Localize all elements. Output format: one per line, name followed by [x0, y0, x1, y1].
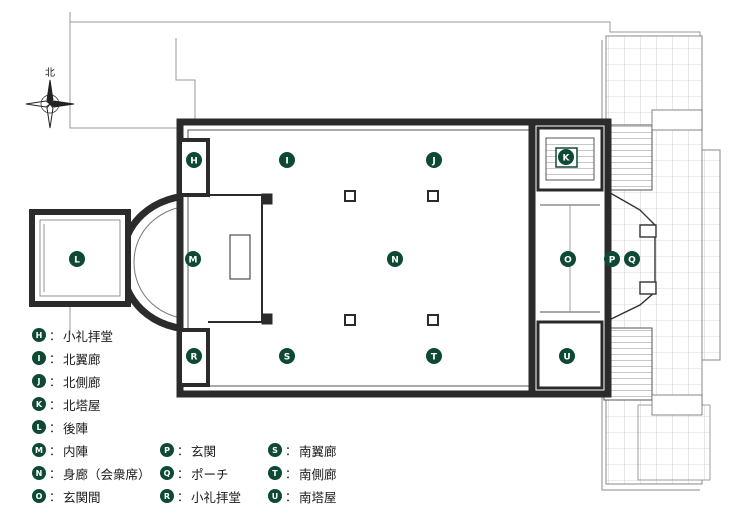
legend-item-h: H ： 小礼拝堂: [32, 326, 113, 344]
compass-rose: [25, 79, 75, 129]
legend-label: 身廊（会衆席）: [63, 466, 151, 482]
legend-label: 南翼廊: [299, 443, 337, 459]
legend-label: 南側廊: [299, 466, 337, 482]
legend-label: 玄関: [191, 443, 217, 459]
legend-item-l: L ： 後陣: [32, 418, 88, 436]
stairs: [603, 109, 703, 416]
legend-separator: ：: [49, 328, 62, 343]
legend-item-t: T ： 南側廊: [268, 464, 337, 482]
room-marker-m: M: [185, 251, 201, 267]
legend-label: 後陣: [63, 420, 89, 436]
porch: [604, 189, 657, 323]
legend-separator: ：: [177, 489, 190, 504]
legend-label: 北翼廊: [63, 351, 101, 367]
legend-separator: ：: [49, 397, 62, 412]
legend-item-s: S ： 南翼廊: [268, 441, 337, 459]
legend-label: 玄関間: [63, 489, 101, 505]
svg-text:O: O: [564, 256, 572, 266]
legend-label: 北側廊: [63, 374, 101, 390]
svg-text:Q: Q: [628, 256, 636, 266]
svg-text:R: R: [191, 353, 198, 363]
room-marker-i: I: [279, 152, 295, 168]
room-marker-group: H I J K L M N O P Q R S T U: [69, 147, 640, 364]
svg-text:K: K: [563, 154, 571, 164]
legend-item-j: J ： 北側廊: [32, 372, 101, 390]
compass-label: 北: [45, 67, 55, 79]
legend-separator: ：: [177, 466, 190, 481]
legend-item-i: I ： 北翼廊: [32, 349, 101, 367]
legend-badge: S: [268, 443, 282, 457]
legend-separator: ：: [285, 466, 298, 481]
room-marker-h: H: [186, 152, 202, 168]
legend-label: 内陣: [63, 443, 89, 459]
room-marker-n: N: [387, 251, 403, 267]
legend-separator: ：: [49, 374, 62, 389]
legend-badge: Q: [160, 466, 174, 480]
legend-badge: R: [160, 489, 174, 503]
svg-text:T: T: [431, 353, 438, 363]
room-marker-t: T: [426, 348, 442, 364]
room-marker-o: O: [560, 251, 576, 267]
legend-item-p: P ： 玄関: [160, 441, 216, 459]
legend-badge: M: [32, 443, 46, 457]
room-marker-l: L: [69, 251, 85, 267]
legend-separator: ：: [49, 420, 62, 435]
legend-separator: ：: [285, 443, 298, 458]
svg-text:H: H: [190, 157, 198, 167]
room-marker-k: K: [555, 147, 578, 168]
legend-separator: ：: [49, 443, 62, 458]
svg-text:L: L: [74, 256, 80, 266]
legend-separator: ：: [285, 489, 298, 504]
legend-label: 小礼拝堂: [191, 489, 242, 505]
legend-separator: ：: [49, 466, 62, 481]
legend-badge: J: [32, 374, 46, 388]
legend-item-k: K ： 北塔屋: [32, 395, 101, 413]
legend-badge: O: [32, 489, 46, 503]
room-marker-p: P: [604, 251, 620, 267]
legend-label: 南塔屋: [299, 489, 337, 505]
legend-label: ポーチ: [191, 466, 229, 482]
legend-badge: T: [268, 466, 282, 480]
room-marker-u: U: [559, 348, 575, 364]
legend-badge: U: [268, 489, 282, 503]
svg-text:J: J: [431, 157, 435, 167]
legend-badge: H: [32, 328, 46, 342]
legend-separator: ：: [49, 489, 62, 504]
legend-badge: I: [32, 351, 46, 365]
room-marker-j: J: [426, 152, 442, 168]
church-walls: [176, 118, 544, 398]
legend-badge: L: [32, 420, 46, 434]
legend-badge: P: [160, 443, 174, 457]
legend-item-u: U ： 南塔屋: [268, 487, 337, 505]
svg-text:S: S: [284, 353, 290, 363]
legend-separator: ：: [49, 351, 62, 366]
terrace: [601, 35, 721, 491]
legend-item-n: N ： 身廊（会衆席）: [32, 464, 151, 482]
legend-label: 小礼拝堂: [63, 328, 114, 344]
room-marker-r: R: [186, 348, 202, 364]
svg-text:N: N: [391, 256, 399, 266]
svg-text:M: M: [189, 256, 198, 266]
legend-label: 北塔屋: [63, 397, 101, 413]
svg-text:P: P: [609, 256, 616, 266]
legend-badge: K: [32, 397, 46, 411]
room-marker-q: Q: [624, 251, 640, 267]
legend-item-r: R ： 小礼拝堂: [160, 487, 241, 505]
legend-badge: N: [32, 466, 46, 480]
legend-item-o: O ： 玄関間: [32, 487, 101, 505]
svg-text:I: I: [285, 157, 288, 167]
columns: [344, 190, 439, 326]
room-marker-s: S: [279, 348, 295, 364]
legend-item-q: Q ： ポーチ: [160, 464, 229, 482]
svg-text:U: U: [563, 353, 570, 363]
legend-item-m: M ： 内陣: [32, 441, 88, 459]
legend-separator: ：: [177, 443, 190, 458]
